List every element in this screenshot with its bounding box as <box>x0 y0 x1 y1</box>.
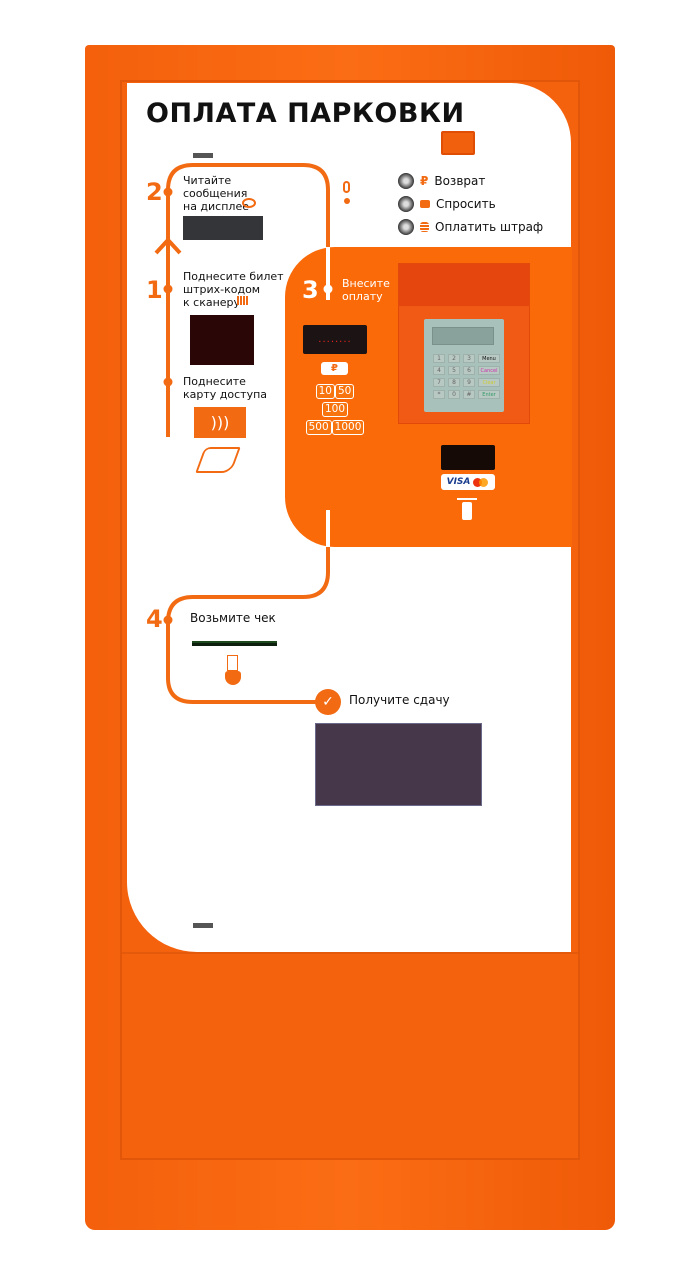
denomination: 1000 <box>331 420 365 435</box>
button-icon <box>398 196 414 212</box>
screw-top <box>193 153 213 158</box>
ask-button[interactable]: Спросить <box>398 194 543 214</box>
denomination: 100 <box>321 402 349 417</box>
eye-icon <box>242 198 256 208</box>
card-reader-slot[interactable] <box>441 445 495 470</box>
contactless-icon: ))) <box>210 413 230 432</box>
info-display <box>183 216 263 240</box>
ruble-icon: ₽ <box>420 174 429 188</box>
key[interactable]: 3 <box>463 354 475 363</box>
receipt-printer-slot[interactable] <box>192 641 277 646</box>
key[interactable]: 2 <box>448 354 460 363</box>
key[interactable]: 5 <box>448 366 460 375</box>
key[interactable]: 1 <box>433 354 445 363</box>
step-3-text: Внесите оплату <box>342 277 390 303</box>
refund-button[interactable]: ₽ Возврат <box>398 171 543 191</box>
denomination: 500 <box>305 420 332 435</box>
step-1-text: Поднесите билет штрих-кодом к сканеру <box>183 270 284 309</box>
panel-seam <box>122 952 578 954</box>
barcode-icon <box>237 296 249 305</box>
check-icon: ✓ <box>315 689 341 715</box>
key[interactable]: 4 <box>433 366 445 375</box>
barcode-scanner[interactable] <box>190 315 254 365</box>
step-3-number: 3 <box>302 276 319 304</box>
rfid-reader[interactable]: ))) <box>194 407 246 438</box>
pinpad-screen <box>432 327 494 345</box>
refund-label: Возврат <box>434 174 486 188</box>
ruble-bill-icon: ₽ <box>321 362 348 375</box>
cancel-key[interactable]: Cancel <box>478 366 500 375</box>
change-label: Получите сдачу <box>349 693 450 707</box>
enter-key[interactable]: Enter <box>478 390 500 399</box>
page-title: ОПЛАТА ПАРКОВКИ <box>146 98 465 129</box>
pay-fine-label: Оплатить штраф <box>435 220 544 234</box>
key[interactable]: 7 <box>433 378 445 387</box>
step-1-number: 1 <box>146 276 163 304</box>
key[interactable]: 6 <box>463 366 475 375</box>
denomination: 50 <box>335 384 355 399</box>
microphone-indicator <box>344 198 350 204</box>
card-insert-icon <box>457 498 477 520</box>
screw-bottom <box>193 923 213 928</box>
take-receipt-icon <box>225 655 243 689</box>
access-card-text: Поднесите карту доступа <box>183 375 268 401</box>
step-4-text: Возьмите чек <box>190 611 276 625</box>
ask-label: Спросить <box>436 197 496 211</box>
denomination: 10 <box>315 384 335 399</box>
pay-fine-button[interactable]: Оплатить штраф <box>398 217 543 237</box>
card-brands: VISA <box>441 474 495 490</box>
mastercard-logo <box>473 477 489 487</box>
clear-key[interactable]: Clear <box>478 378 500 387</box>
key[interactable]: 0 <box>448 390 460 399</box>
step-2-text: Читайте сообщения на дисплее <box>183 174 249 213</box>
button-icon <box>398 219 414 235</box>
key[interactable]: 9 <box>463 378 475 387</box>
visa-logo: VISA <box>446 477 471 487</box>
coins-icon <box>420 222 429 232</box>
bill-acceptor-display: ........ <box>303 325 367 354</box>
top-slot <box>441 131 475 155</box>
pinpad-hood <box>399 264 529 306</box>
key[interactable]: # <box>463 390 475 399</box>
microphone-icon <box>343 181 350 193</box>
button-icon <box>398 173 414 189</box>
step-4-number: 4 <box>146 605 163 633</box>
change-dispenser[interactable] <box>315 723 482 806</box>
step-2-number: 2 <box>146 178 163 206</box>
key[interactable]: 8 <box>448 378 460 387</box>
menu-key[interactable]: Menu <box>478 354 500 363</box>
key[interactable]: * <box>433 390 445 399</box>
chat-icon <box>420 200 430 208</box>
